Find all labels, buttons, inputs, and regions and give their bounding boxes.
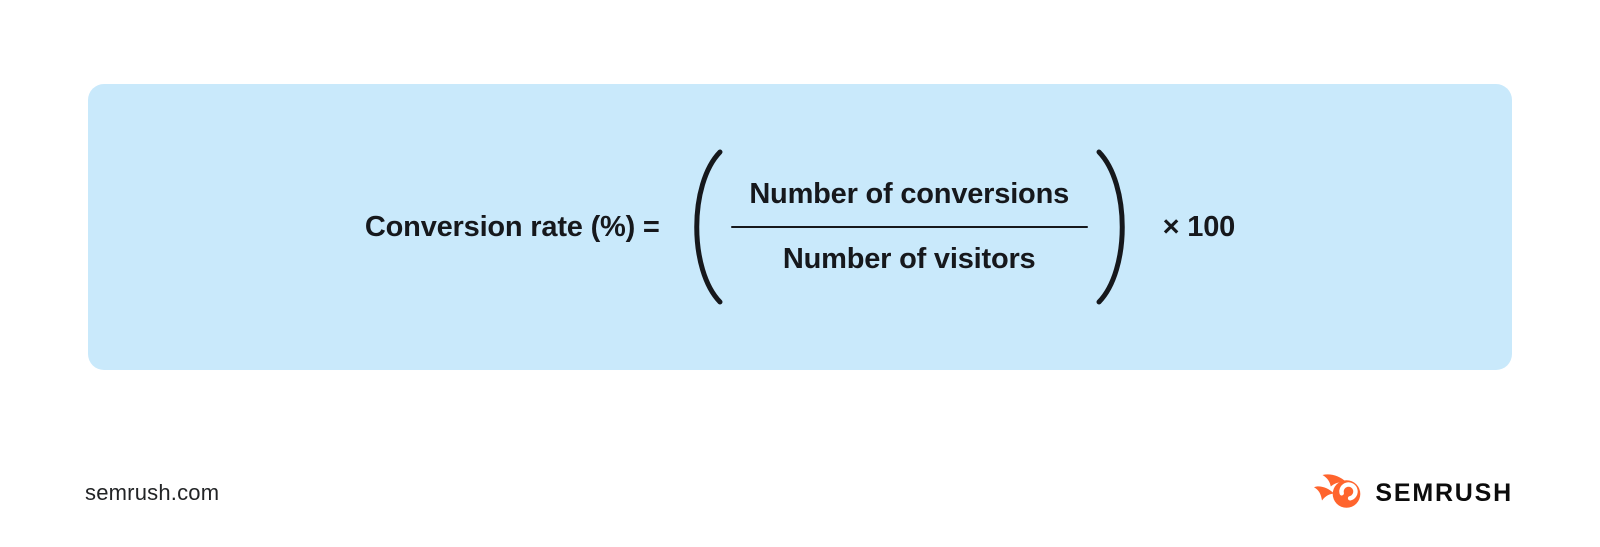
website-url: semrush.com (85, 480, 220, 505)
formula-banner: Conversion rate (%) = Number of conversi… (88, 84, 1512, 370)
semrush-wordmark: SEMRUSH (1375, 478, 1513, 507)
fraction-denominator: Number of visitors (782, 243, 1036, 276)
semrush-flame-icon (1314, 474, 1361, 508)
fraction-line (730, 225, 1088, 229)
footer: semrush.com SEMRUSH (85, 466, 1513, 520)
right-parenthesis-icon (1096, 149, 1125, 305)
fraction-numerator: Number of conversions (749, 177, 1070, 210)
left-parenthesis-icon (693, 149, 723, 305)
formula-multiplier: × 100 (1162, 210, 1236, 243)
conversion-rate-formula: Conversion rate (%) = Number of conversi… (365, 146, 1235, 308)
fraction: Number of conversions Number of visitors (730, 177, 1088, 277)
semrush-logo: SEMRUSH (1314, 472, 1513, 514)
formula-label: Conversion rate (%) = (364, 210, 660, 243)
